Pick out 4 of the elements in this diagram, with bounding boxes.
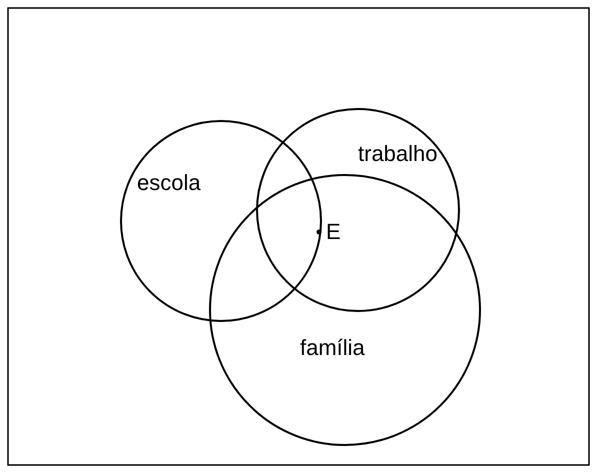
set-label: família [300, 337, 365, 359]
set-label: trabalho [358, 143, 438, 165]
point-label: E [326, 221, 341, 243]
set-label: escola [137, 172, 201, 194]
